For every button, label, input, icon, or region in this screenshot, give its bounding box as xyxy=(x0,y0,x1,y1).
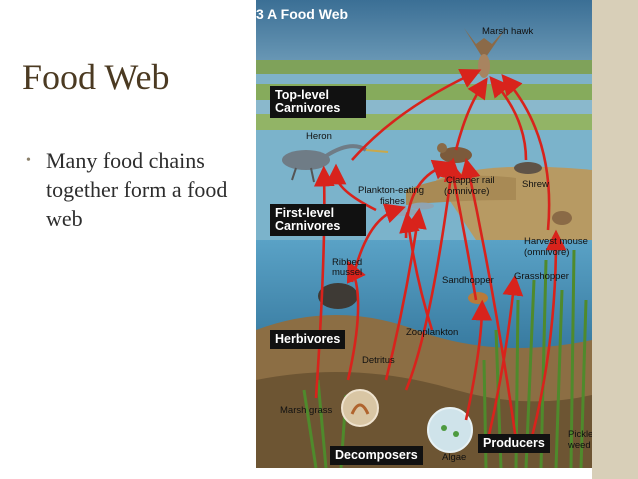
marsh-band xyxy=(256,60,592,74)
label-grasshopper: Grasshopper xyxy=(514,272,569,282)
bullet-item: Many food chains together form a food we… xyxy=(46,146,256,233)
label-plankton-fish-2: fishes xyxy=(380,197,405,207)
shrew-figure xyxy=(514,162,542,174)
label-zooplankton: Zooplankton xyxy=(406,328,458,338)
label-pickleweed-2: weed xyxy=(568,441,591,451)
label-marsh-grass: Marsh grass xyxy=(280,406,332,416)
label-pickleweed-1: Pickle xyxy=(568,430,592,440)
label-sandhopper: Sandhopper xyxy=(442,276,494,286)
label-clapper-rail-1: Clapper rail xyxy=(446,176,495,186)
ribbed-mussel-figure xyxy=(318,283,358,309)
level-label-top-carnivores: Top-level Carnivores xyxy=(270,86,366,118)
algae-figure xyxy=(428,408,472,452)
label-harvest-mouse-2: (omnivore) xyxy=(524,248,569,258)
slide-side-bar xyxy=(592,0,638,479)
label-harvest-mouse-1: Harvest mouse xyxy=(524,237,588,247)
marsh-channel xyxy=(256,74,592,84)
label-clapper-rail-2: (omnivore) xyxy=(444,187,489,197)
bullet-dot-icon: • xyxy=(26,153,31,169)
label-shrew: Shrew xyxy=(522,180,549,190)
level-label-decomposers: Decomposers xyxy=(330,446,423,465)
food-web-figure: 3 A Food Web Top-level Carnivores First-… xyxy=(256,0,592,468)
label-marsh-hawk: Marsh hawk xyxy=(482,27,533,37)
slide-title: Food Web xyxy=(22,56,169,98)
label-algae: Algae xyxy=(442,453,466,463)
label-ribbed-mussel-2: mussel xyxy=(332,268,362,278)
detritus-figure xyxy=(342,390,378,426)
harvest-mouse-figure xyxy=(552,211,572,225)
level-label-producers: Producers xyxy=(478,434,550,453)
label-detritus: Detritus xyxy=(362,356,395,366)
level-label-first-carnivores: First-level Carnivores xyxy=(270,204,366,236)
label-heron: Heron xyxy=(306,132,332,142)
label-plankton-fish-1: Plankton-eating xyxy=(358,186,424,196)
sandhopper-figure xyxy=(468,292,488,304)
level-label-herbivores: Herbivores xyxy=(270,330,345,349)
figure-heading: 3 A Food Web xyxy=(256,6,348,22)
